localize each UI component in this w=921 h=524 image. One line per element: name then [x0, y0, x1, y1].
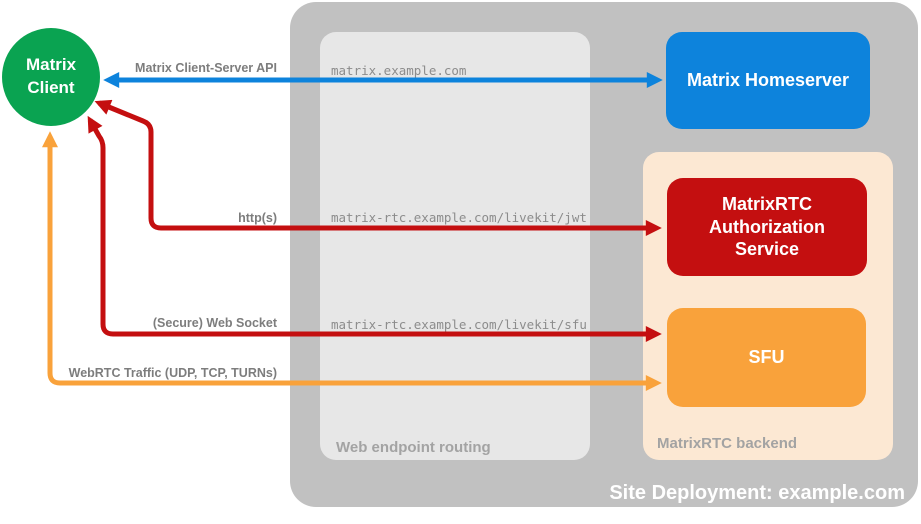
site-deployment-title: Site Deployment: example.com: [609, 482, 905, 504]
matrixrtc-authorization-service-node: MatrixRTC Authorization Service: [667, 178, 867, 276]
websocket-arrow-label: (Secure) Web Socket: [152, 316, 277, 330]
matrixrtc-backend-title: MatrixRTC backend: [657, 435, 798, 452]
matrix-client-node: Matrix Client: [2, 28, 100, 126]
client-server-api-arrow-label: Matrix Client-Server API: [135, 61, 277, 75]
web-endpoint-routing-title: Web endpoint routing: [336, 439, 491, 456]
https-arrow-label: http(s): [238, 211, 277, 225]
webrtc-traffic-arrow-label: WebRTC Traffic (UDP, TCP, TURNs): [68, 366, 277, 380]
matrix-homeserver-node: Matrix Homeserver: [666, 32, 870, 129]
authorization-service-label: MatrixRTC Authorization Service: [709, 194, 825, 260]
endpoint-livekit-jwt: matrix-rtc.example.com/livekit/jwt: [331, 210, 587, 225]
endpoint-matrix-example-com: matrix.example.com: [331, 63, 467, 78]
matrix-client-label: Matrix Client: [25, 55, 77, 97]
matrix-homeserver-label: Matrix Homeserver: [686, 70, 850, 90]
web-endpoint-routing-zone: [320, 32, 590, 460]
sfu-label: SFU: [748, 347, 785, 367]
endpoint-livekit-sfu: matrix-rtc.example.com/livekit/sfu: [331, 317, 587, 332]
sfu-node: SFU: [667, 308, 866, 407]
